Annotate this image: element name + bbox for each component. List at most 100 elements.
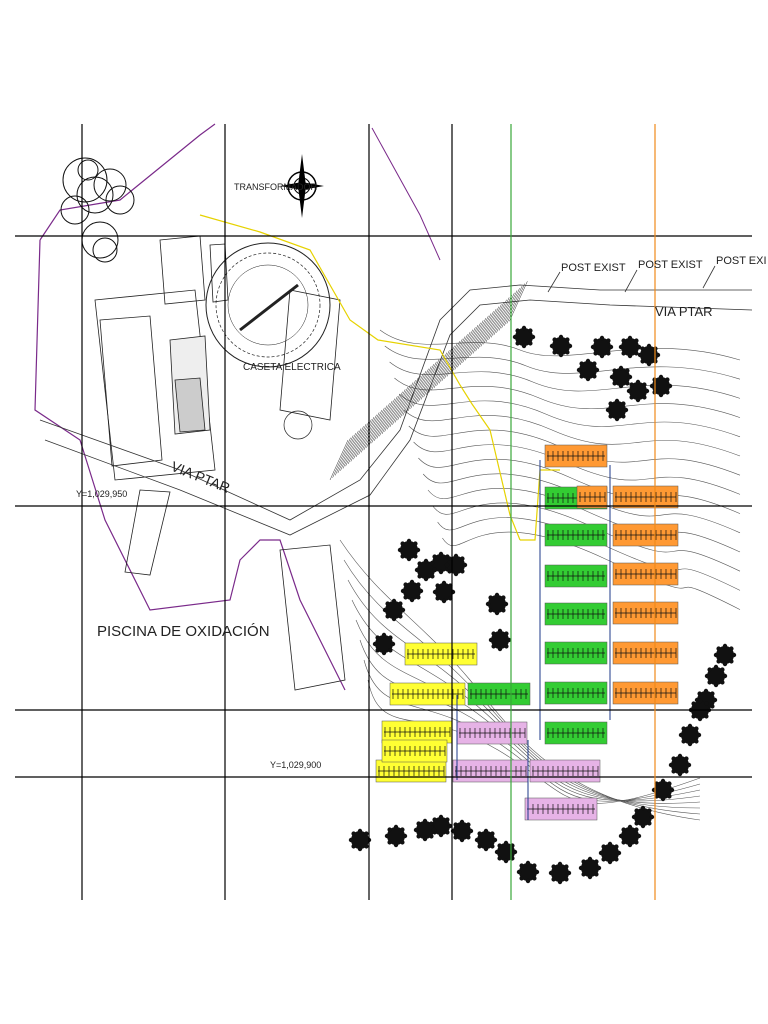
slope-hatch: [347, 423, 367, 465]
pv-row-green: [544, 641, 608, 665]
pv-arrays: [375, 444, 679, 821]
contour-line: [367, 679, 701, 804]
north-arrow-icon: [280, 154, 324, 218]
pv-row-orange: [612, 641, 679, 665]
post-markers: [547, 265, 716, 293]
tree-icon: [372, 632, 396, 656]
pv-row-pink: [524, 797, 598, 821]
slope-hatch: [342, 428, 362, 469]
slope-hatch: [337, 432, 357, 474]
tree-icon: [444, 553, 468, 577]
slope-hatching: [329, 281, 528, 481]
circular-tank: [205, 242, 331, 440]
property-boundary-line: [34, 123, 346, 691]
slope-hatch: [360, 412, 380, 453]
slope-hatch: [329, 439, 349, 481]
slope-hatch: [392, 384, 411, 425]
slope-hatch: [488, 299, 507, 340]
tree-icon: [598, 841, 622, 865]
tree-icon: [429, 814, 453, 838]
slope-hatch: [397, 380, 416, 421]
slope-hatch: [407, 370, 427, 412]
slope-hatch: [433, 347, 453, 389]
slope-hatch: [472, 313, 492, 354]
slope-hatch: [412, 366, 432, 407]
contour-line: [384, 345, 741, 380]
slope-hatch: [506, 283, 526, 324]
slope-hatch: [363, 409, 383, 451]
slope-hatch: [451, 331, 471, 373]
pv-row-pink: [529, 759, 601, 783]
label-coord-lower: Y=1,029,900: [270, 760, 321, 770]
slope-hatch: [345, 426, 364, 467]
tree-icon: [590, 335, 614, 359]
trees: [348, 325, 737, 885]
tree-icon: [649, 374, 673, 398]
slope-hatch: [386, 389, 406, 430]
tree-icon: [576, 358, 600, 382]
slope-hatch: [441, 340, 461, 382]
slope-hatch: [467, 317, 487, 359]
tree-icon: [488, 628, 512, 652]
slope-hatch: [368, 405, 388, 446]
pv-row-yellow: [381, 739, 448, 763]
tree-icon: [609, 365, 633, 389]
contour-line: [394, 377, 741, 418]
tree-icon: [485, 592, 509, 616]
label-transformer: TRANSFORMADOR: [234, 182, 318, 192]
contour-line: [399, 393, 741, 438]
slope-hatch: [470, 315, 489, 356]
pv-row-green: [544, 523, 608, 547]
pv-row-green: [467, 682, 531, 706]
tree-icon: [382, 598, 406, 622]
cable-route: [199, 214, 560, 541]
slope-hatch: [444, 338, 463, 379]
pv-row-green: [544, 602, 608, 626]
slope-hatch: [402, 375, 422, 416]
slope-hatch: [358, 414, 377, 455]
tree-icon: [474, 828, 498, 852]
tree-icon: [631, 805, 655, 829]
pv-row-pink: [452, 759, 529, 783]
tree-icon: [384, 824, 408, 848]
tree-icon: [397, 538, 421, 562]
label-electrical-hut: CASETA ELECTRICA: [243, 362, 341, 373]
tree-icon: [578, 856, 602, 880]
slope-hatch: [379, 396, 398, 437]
pv-row-orange: [612, 681, 679, 705]
slope-hatch: [418, 361, 437, 402]
pv-row-yellow: [389, 682, 466, 706]
slope-hatch: [503, 285, 523, 327]
slope-hatch: [334, 435, 354, 476]
property-boundary-line-east: [371, 127, 441, 261]
slope-hatch: [410, 368, 429, 409]
tree-icon: [400, 579, 424, 603]
pv-row-green: [544, 564, 608, 588]
pv-row-green: [544, 721, 608, 745]
array-cabling: [456, 460, 611, 820]
contour-line: [379, 329, 741, 361]
label-oxidation-pond: PISCINA DE OXIDACIÓN: [97, 623, 270, 640]
slope-hatch: [459, 324, 479, 366]
label-post-exist-1: POST EXIST: [561, 262, 626, 274]
pv-row-yellow: [404, 642, 478, 666]
tree-icon: [414, 558, 438, 582]
slope-hatch: [373, 400, 393, 442]
tree-icon: [626, 379, 650, 403]
slope-hatch: [454, 329, 474, 370]
pv-row-orange: [612, 562, 679, 586]
slope-hatch: [431, 350, 450, 391]
slope-hatch: [490, 297, 510, 338]
slope-hatch: [371, 403, 390, 444]
pv-row-orange: [544, 444, 608, 468]
label-post-exist-3: POST EXI: [716, 255, 767, 267]
label-post-exist-2: POST EXIST: [638, 259, 703, 271]
tree-icon: [348, 828, 372, 852]
slope-hatch: [420, 359, 440, 400]
slope-hatch: [415, 363, 435, 405]
pv-row-yellow: [381, 720, 453, 744]
tree-icon: [637, 343, 661, 367]
tree-icon: [549, 334, 573, 358]
contour-line: [403, 409, 741, 457]
